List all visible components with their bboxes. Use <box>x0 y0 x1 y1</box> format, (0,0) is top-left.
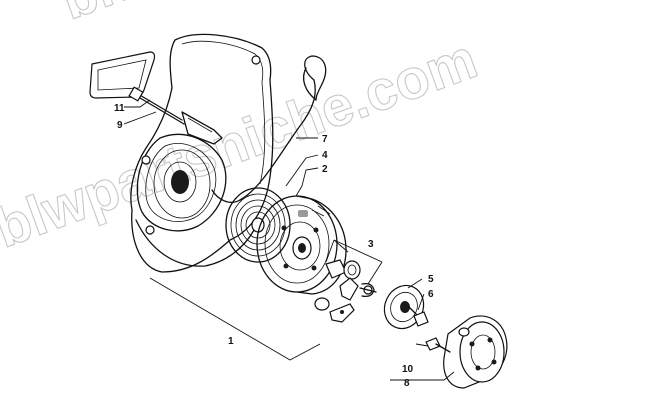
callout-6: 6 <box>428 289 434 300</box>
starter-housing <box>130 33 274 273</box>
ratchet-pawl-kit <box>325 259 377 301</box>
starter-rope <box>239 55 327 201</box>
watermark-text-upper: blwpartsniche.com <box>53 0 551 31</box>
callout-11: 11 <box>114 103 125 114</box>
callout-3: 3 <box>368 239 374 250</box>
callout-9: 9 <box>117 120 123 131</box>
callouts: 11 9 7 4 2 3 5 6 1 10 8 <box>114 103 434 389</box>
callout-4: 4 <box>322 150 328 161</box>
callout-2: 2 <box>322 164 328 175</box>
friction-plate <box>383 284 425 330</box>
watermark: blwpartsniche.com blwpartsniche.com <box>0 0 551 260</box>
flange-bolt <box>407 305 429 327</box>
starter-handle <box>89 51 156 99</box>
cap-screw <box>425 337 451 353</box>
callout-10: 10 <box>402 364 414 375</box>
leader-lines <box>123 99 455 381</box>
callout-7: 7 <box>322 134 328 145</box>
starter-cup <box>443 315 508 389</box>
callout-5: 5 <box>428 274 434 285</box>
watermark-text-lower: blwpartsniche.com <box>0 27 485 260</box>
callout-8: 8 <box>404 378 410 389</box>
callout-1: 1 <box>228 336 234 347</box>
mounting-bolt <box>128 86 185 125</box>
pawl-spring <box>314 297 355 323</box>
